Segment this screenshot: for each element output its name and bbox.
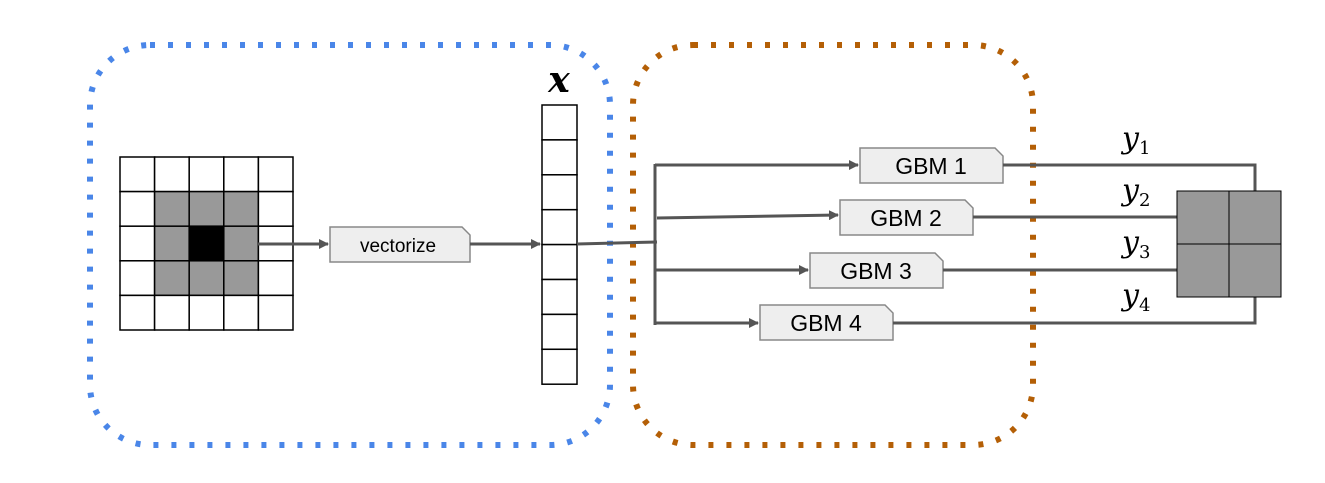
grid-cell: [188, 294, 225, 331]
output-label-y1: y1: [1120, 121, 1150, 159]
grid-cell: [188, 190, 225, 227]
grid-cell: [223, 225, 260, 262]
gbm-box-1: GBM 1: [859, 147, 1004, 184]
gbm-box-3: GBM 3: [809, 252, 944, 289]
gbm-3-label: GBM 3: [840, 258, 912, 284]
grid-cell: [257, 190, 294, 227]
grid-cell: [119, 190, 156, 227]
grid-cell: [223, 156, 260, 193]
gbm-1-label: GBM 1: [895, 153, 967, 179]
gbm-box-4: GBM 4: [759, 304, 894, 341]
vector-cell: [541, 313, 578, 351]
gbm-box-2: GBM 2: [839, 199, 974, 236]
output-label-y2: y2: [1120, 173, 1150, 211]
output-label-y3: y3: [1120, 225, 1150, 263]
vector-label: x: [547, 59, 570, 101]
vector-cell: [541, 278, 578, 316]
feature-vector: [541, 104, 578, 385]
output-cell-3: [1176, 243, 1230, 298]
gbm-4-label: GBM 4: [790, 310, 862, 336]
vectorize-box: vectorize: [329, 226, 471, 263]
grid-cell: [153, 260, 190, 297]
vector-cell: [541, 243, 578, 281]
grid-cell: [257, 260, 294, 297]
output-line-1: [1003, 163, 1257, 191]
grid-cell: [153, 190, 190, 227]
vectorize-label: vectorize: [360, 236, 436, 257]
input-region-dotted-box: [87, 42, 613, 448]
output-grid: [1176, 190, 1282, 298]
grid-cell: [223, 294, 260, 331]
grid-cell: [119, 260, 156, 297]
vector-cell: [541, 139, 578, 176]
grid-cell: [257, 294, 294, 331]
grid-cell: [188, 156, 225, 193]
grid-cell: [119, 156, 156, 193]
output-cell-1: [1176, 190, 1230, 245]
grid-cell: [153, 294, 190, 331]
grid-cell: [257, 156, 294, 193]
arrow-to-gbm-2: [656, 210, 839, 221]
grid-cell: [153, 156, 190, 193]
grid-cell: [188, 260, 225, 297]
output-label-y4: y4: [1120, 278, 1150, 316]
grid-cell: [223, 190, 260, 227]
vector-cell: [541, 348, 578, 385]
output-line-4: [893, 297, 1257, 325]
vector-cell: [541, 104, 578, 141]
output-cell-4: [1228, 243, 1282, 298]
input-grid: [119, 156, 294, 331]
vector-cell: [541, 174, 578, 211]
model-region-dotted-box: [630, 42, 1036, 448]
grid-cell: [188, 225, 225, 262]
output-cell-2: [1228, 190, 1282, 245]
gbm-2-label: GBM 2: [870, 205, 942, 231]
grid-cell: [223, 260, 260, 297]
grid-cell: [153, 225, 190, 262]
grid-cell: [119, 294, 156, 331]
grid-cell: [119, 225, 156, 262]
vector-cell: [541, 208, 578, 246]
line-vector-to-splitter: [576, 240, 658, 246]
